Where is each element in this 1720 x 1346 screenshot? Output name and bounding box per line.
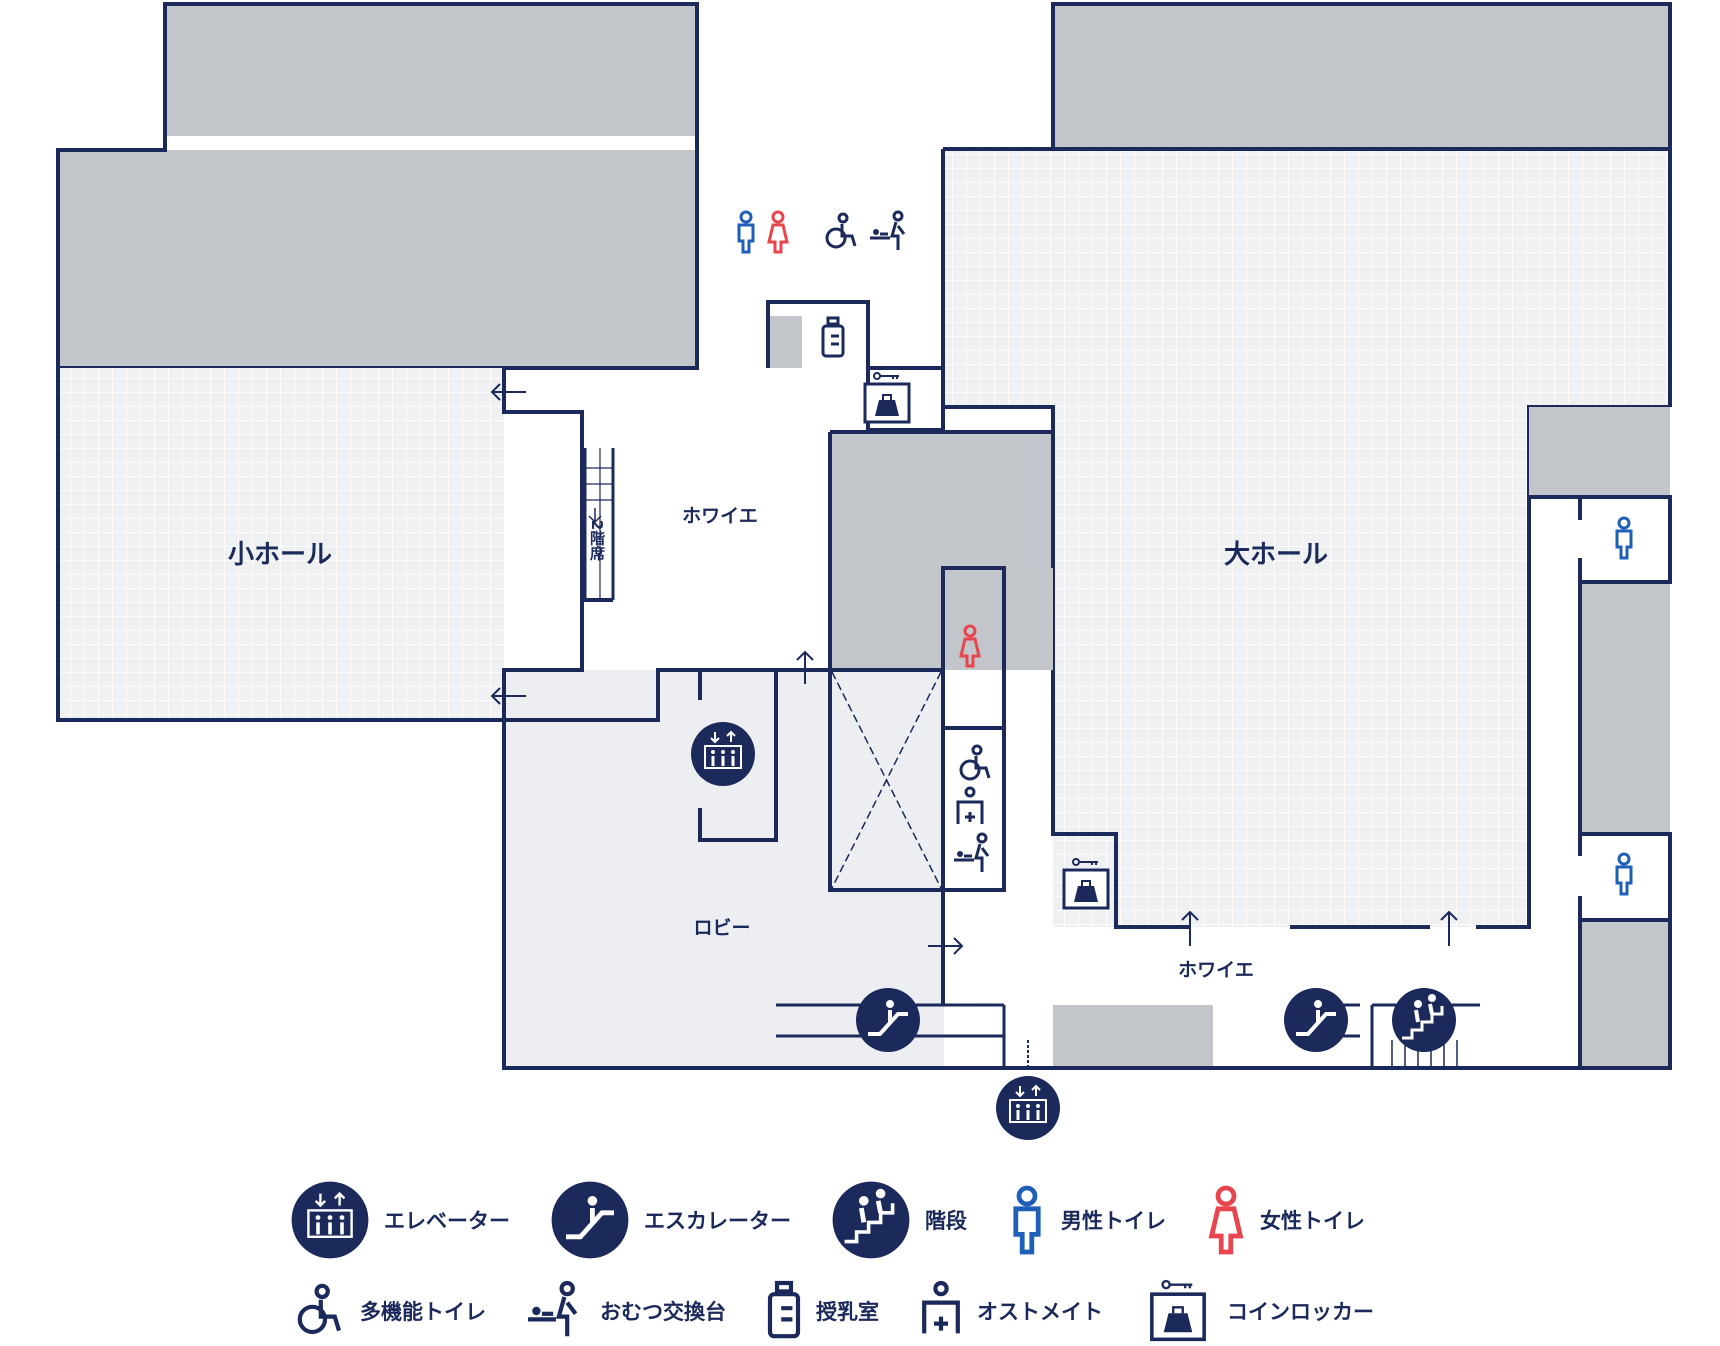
nursing-room-icon bbox=[766, 1279, 802, 1343]
legend-item-ostomate: オストメイト bbox=[919, 1279, 1103, 1343]
mens-toilet-icon bbox=[1615, 516, 1633, 560]
exit-arrow-icon bbox=[490, 383, 526, 401]
small-hall-stage bbox=[58, 150, 697, 368]
legend-row: 多機能トイレ おむつ交換台 授乳室 オストメイト コインロッカー bbox=[290, 1276, 1490, 1346]
foyer-label: ホワイエ bbox=[682, 505, 758, 527]
balcony-stairs-label: 2階席 bbox=[588, 520, 606, 562]
diaper-changing-icon bbox=[952, 832, 990, 874]
ostomate-icon bbox=[956, 786, 984, 826]
escalator-icon bbox=[1282, 986, 1350, 1054]
womens-toilet-icon bbox=[767, 210, 789, 254]
accessible-toilet-icon bbox=[825, 212, 857, 249]
diaper-changing-icon bbox=[868, 210, 906, 252]
legend-label: コインロッカー bbox=[1227, 1300, 1374, 1324]
legend-label: オストメイト bbox=[977, 1300, 1103, 1324]
legend-label: エスカレーター bbox=[644, 1209, 791, 1233]
small-hall-label: 小ホール bbox=[228, 540, 332, 570]
legend-label: 女性トイレ bbox=[1260, 1209, 1365, 1233]
foyer-label: ホワイエ bbox=[1178, 959, 1254, 981]
backstage-block bbox=[165, 4, 697, 136]
legend-label: おむつ交換台 bbox=[600, 1300, 726, 1324]
exit-arrow-icon bbox=[490, 687, 526, 705]
accessible-toilet-icon bbox=[959, 744, 991, 781]
mens-toilet-icon bbox=[737, 210, 755, 254]
stairs-icon bbox=[1390, 986, 1458, 1054]
lobby-label: ロビー bbox=[693, 917, 750, 939]
large-hall-stage bbox=[1053, 4, 1670, 149]
nursing-room-icon bbox=[821, 316, 845, 358]
accessible-toilet-icon bbox=[290, 1279, 346, 1343]
legend-item-nursing: 授乳室 bbox=[766, 1279, 879, 1343]
large-hall-floor bbox=[943, 149, 1670, 407]
elevator-icon bbox=[994, 1074, 1062, 1142]
legend-item-elevator: エレベーター bbox=[290, 1180, 510, 1260]
legend-label: 多機能トイレ bbox=[360, 1300, 486, 1324]
small-hall-floor bbox=[58, 368, 504, 720]
entry-arrow-icon bbox=[796, 650, 814, 684]
legend-item-diaper: おむつ交換台 bbox=[526, 1279, 726, 1343]
coin-locker-icon bbox=[1150, 1279, 1206, 1342]
elevator-icon bbox=[689, 720, 757, 788]
diaper-changing-icon bbox=[526, 1279, 586, 1343]
legend-row: エレベーター エスカレーター 階段 男性トイレ 女性トイレ bbox=[290, 1180, 1490, 1260]
entry-arrow-icon bbox=[928, 937, 964, 955]
elevator-icon bbox=[290, 1180, 370, 1260]
large-hall-label: 大ホール bbox=[1224, 540, 1328, 570]
legend-label: 授乳室 bbox=[816, 1300, 879, 1324]
legend-item-accessible-toilet: 多機能トイレ bbox=[290, 1279, 486, 1343]
stairs-icon bbox=[831, 1180, 911, 1260]
legend-item-stairs: 階段 bbox=[831, 1180, 967, 1260]
legend-item-womens-toilet: 女性トイレ bbox=[1206, 1180, 1365, 1260]
entry-arrow-icon bbox=[1440, 910, 1458, 946]
legend-item-mens-toilet: 男性トイレ bbox=[1007, 1180, 1166, 1260]
legend-item-coin-locker: コインロッカー bbox=[1143, 1279, 1374, 1343]
escalator-icon bbox=[550, 1180, 630, 1260]
escalator-icon bbox=[854, 986, 922, 1054]
coin-locker-icon bbox=[863, 371, 911, 424]
mens-toilet-icon bbox=[1615, 852, 1633, 896]
legend-item-escalator: エスカレーター bbox=[550, 1180, 791, 1260]
womens-toilet-icon bbox=[1206, 1180, 1246, 1260]
ostomate-icon bbox=[919, 1279, 963, 1343]
legend-label: エレベーター bbox=[384, 1209, 510, 1233]
mens-toilet-icon bbox=[1007, 1180, 1047, 1260]
entry-arrow-icon bbox=[1181, 910, 1199, 946]
legend-label: 男性トイレ bbox=[1061, 1209, 1166, 1233]
legend-label: 階段 bbox=[925, 1209, 967, 1233]
